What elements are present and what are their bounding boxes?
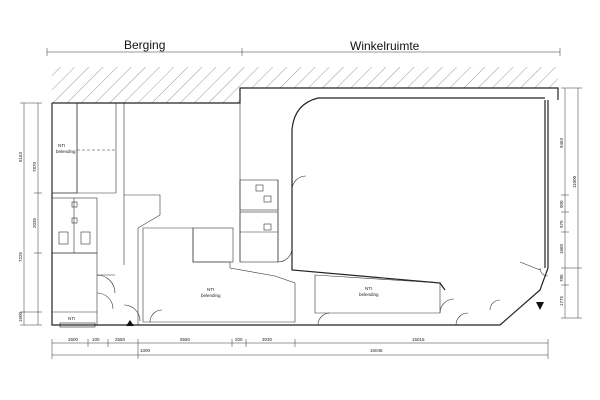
- dim-right-900: 900: [559, 200, 564, 208]
- outer-walls: [51, 87, 559, 326]
- room-title-winkelruimte: Winkelruimte: [350, 39, 420, 53]
- dim-bottom-16046: 16046: [370, 348, 383, 353]
- dim-bottom-2600: 2600: [68, 337, 79, 342]
- nti-label-berging-1: NTI: [58, 143, 65, 148]
- dim-bottom-15015: 15015: [412, 337, 425, 342]
- dim-right-11000: 11000: [572, 175, 577, 188]
- bottom-dimension-lines: [51, 339, 549, 359]
- nti-label-bottom-left: NTI: [68, 316, 75, 321]
- dim-left-1600: 1600: [18, 311, 23, 322]
- dim-left-7225: 7225: [18, 251, 23, 262]
- top-dimension-lines: [46, 48, 561, 56]
- left-dimension-lines: [20, 102, 42, 326]
- nti-label-middle-2: belending: [201, 293, 221, 298]
- dim-right-1660: 1660: [559, 243, 564, 254]
- dim-bottom-5550: 5550: [180, 337, 191, 342]
- room-title-berging: Berging: [124, 38, 165, 52]
- dim-right-970: 970: [559, 220, 564, 228]
- dim-left-2035: 2035: [32, 217, 37, 228]
- middle-hatched-room: [142, 227, 296, 323]
- sanitary-block: [239, 103, 307, 263]
- dim-bottom-3030: 3030: [262, 337, 273, 342]
- nti-label-middle-1: NTI: [207, 287, 214, 292]
- dim-bottom-100: 100: [92, 337, 100, 342]
- nti-label-winkel-1: NTI: [365, 286, 372, 291]
- dim-right-9463: 9463: [559, 137, 564, 148]
- dim-left-7870: 7870: [32, 161, 37, 172]
- nti-label-winkel-2: belending: [359, 292, 379, 297]
- berging-interior: [51, 102, 161, 325]
- dim-bottom-200: 200: [235, 337, 243, 342]
- dim-right-780: 780: [559, 274, 564, 282]
- nti-label-berging-2: belending: [56, 149, 76, 154]
- right-dimension-lines: [561, 87, 582, 319]
- top-hatched-strip-right: [240, 67, 558, 88]
- winkelruimte-interior: [291, 97, 549, 326]
- dim-left-6163: 6163: [18, 151, 23, 162]
- dim-right-1775: 1775: [559, 295, 564, 306]
- top-hatched-strip-left: [52, 67, 240, 103]
- left-openings: [59, 304, 163, 328]
- dim-bottom-2550: 2550: [115, 337, 126, 342]
- dim-bottom-1000: 1000: [140, 348, 151, 353]
